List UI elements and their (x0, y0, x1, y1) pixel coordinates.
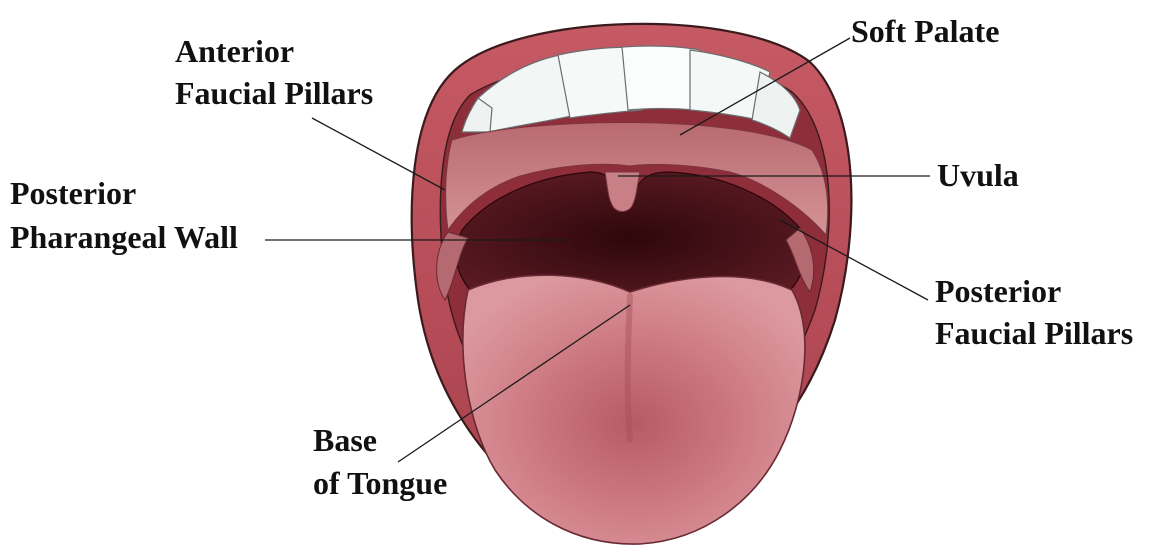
label-anterior-faucial-pillars: Anterior Faucial Pillars (175, 33, 373, 111)
label-soft-palate: Soft Palate (851, 13, 999, 49)
tongue-midline (628, 296, 630, 440)
label-base-of-tongue: Base of Tongue (313, 422, 447, 501)
label-posterior-pharangeal-wall: Posterior Pharangeal Wall (10, 175, 238, 255)
mouth-illustration (412, 24, 852, 544)
tongue-shape (463, 275, 805, 544)
label-uvula: Uvula (937, 157, 1019, 193)
label-posterior-faucial-pillars: Posterior Faucial Pillars (935, 273, 1133, 351)
